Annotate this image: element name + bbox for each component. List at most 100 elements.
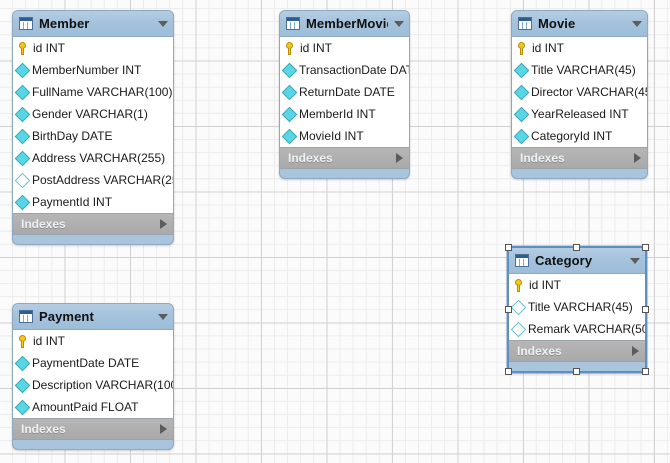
column-label: id INT [300, 41, 333, 55]
table-header-member[interactable]: Member [13, 11, 173, 36]
column-row[interactable]: TransactionDate DATE [280, 59, 409, 81]
chevron-down-icon[interactable] [632, 20, 642, 27]
primary-key-icon [513, 278, 525, 292]
table-columns: id INT Title VARCHAR(45) Remark VARCHAR(50… [509, 273, 645, 341]
column-row[interactable]: Title VARCHAR(45) [512, 59, 647, 81]
column-row[interactable]: id INT [280, 37, 409, 59]
indexes-section-movie[interactable]: Indexes [512, 148, 647, 169]
indexes-label: Indexes [288, 151, 333, 165]
primary-key-icon [17, 334, 29, 348]
table-node-movie[interactable]: Movie id INT Title VARCHAR(45) Director VAR… [511, 10, 648, 179]
table-node-category[interactable]: Category id INT Title VARCHAR(45) Remark VA… [505, 244, 649, 375]
table-header-movie[interactable]: Movie [512, 11, 647, 36]
column-label: Title VARCHAR(45) [531, 63, 636, 77]
chevron-right-icon[interactable] [160, 219, 167, 229]
column-row[interactable]: PostAddress VARCHAR(255) [13, 169, 173, 191]
column-row[interactable]: MovieId INT [280, 125, 409, 147]
table-icon [518, 17, 532, 30]
column-row[interactable]: Gender VARCHAR(1) [13, 103, 173, 125]
chevron-right-icon[interactable] [634, 153, 641, 163]
column-row[interactable]: Remark VARCHAR(500) [509, 318, 645, 340]
column-label: CategoryId INT [531, 129, 613, 143]
resize-handle-e[interactable] [642, 305, 649, 313]
resize-handle-s[interactable] [573, 368, 580, 375]
table-icon [19, 17, 33, 30]
column-label: Address VARCHAR(255) [32, 151, 166, 165]
column-row[interactable]: id INT [509, 274, 645, 296]
column-row[interactable]: id INT [512, 37, 647, 59]
column-label: AmountPaid FLOAT [32, 400, 139, 414]
column-row[interactable]: CategoryId INT [512, 125, 647, 147]
indexes-label: Indexes [21, 422, 66, 436]
column-label: TransactionDate DATE [299, 63, 409, 77]
column-row[interactable]: Title VARCHAR(45) [509, 296, 645, 318]
column-label: Remark VARCHAR(500) [528, 322, 645, 336]
column-row[interactable]: MemberId INT [280, 103, 409, 125]
resize-handle-sw[interactable] [505, 368, 512, 375]
table-title: MemberMovie [306, 16, 388, 31]
column-label: BirthDay DATE [32, 129, 113, 143]
table-header-category[interactable]: Category [509, 248, 645, 273]
chevron-down-icon[interactable] [630, 257, 640, 264]
table-node-member[interactable]: Member id INT MemberNumber INT FullName VAR… [12, 10, 174, 245]
resize-handle-w[interactable] [505, 305, 512, 313]
column-label: Description VARCHAR(100) [32, 378, 173, 392]
column-label: Gender VARCHAR(1) [32, 107, 148, 121]
column-row[interactable]: ReturnDate DATE [280, 81, 409, 103]
chevron-down-icon[interactable] [158, 20, 168, 27]
indexes-section-membermovie[interactable]: Indexes [280, 148, 409, 169]
chevron-down-icon[interactable] [158, 313, 168, 320]
column-row[interactable]: BirthDay DATE [13, 125, 173, 147]
column-label: id INT [532, 41, 565, 55]
column-label: id INT [33, 41, 66, 55]
table-icon [19, 310, 33, 323]
indexes-label: Indexes [21, 217, 66, 231]
table-columns: id INT PaymentDate DATE Description VARCHA… [13, 329, 173, 419]
column-label: PaymentDate DATE [32, 356, 140, 370]
column-label: MovieId INT [299, 129, 364, 143]
resize-handle-nw[interactable] [505, 244, 512, 251]
table-header-membermovie[interactable]: MemberMovie [280, 11, 409, 36]
column-row[interactable]: AmountPaid FLOAT [13, 396, 173, 418]
column-label: MemberId INT [299, 107, 376, 121]
indexes-label: Indexes [520, 151, 565, 165]
column-row[interactable]: Director VARCHAR(45) [512, 81, 647, 103]
table-node-membermovie[interactable]: MemberMovie id INT TransactionDate DATE Ret… [279, 10, 410, 179]
resize-handle-se[interactable] [642, 368, 649, 375]
table-node-payment[interactable]: Payment id INT PaymentDate DATE Description… [12, 303, 174, 450]
column-label: PostAddress VARCHAR(255) [32, 173, 173, 187]
column-label: Title VARCHAR(45) [528, 300, 633, 314]
column-label: PaymentId INT [32, 195, 113, 209]
table-title: Payment [39, 309, 94, 324]
resize-handle-n[interactable] [573, 244, 580, 251]
column-row[interactable]: id INT [13, 330, 173, 352]
chevron-down-icon[interactable] [394, 20, 404, 27]
chevron-right-icon[interactable] [396, 153, 403, 163]
table-title: Movie [538, 16, 576, 31]
column-label: id INT [529, 278, 562, 292]
indexes-section-payment[interactable]: Indexes [13, 419, 173, 440]
column-row[interactable]: MemberNumber INT [13, 59, 173, 81]
chevron-right-icon[interactable] [632, 346, 639, 356]
primary-key-icon [284, 41, 296, 55]
column-row[interactable]: id INT [13, 37, 173, 59]
column-label: id INT [33, 334, 66, 348]
indexes-section-member[interactable]: Indexes [13, 214, 173, 235]
primary-key-icon [17, 41, 29, 55]
column-label: MemberNumber INT [32, 63, 142, 77]
indexes-section-category[interactable]: Indexes [509, 341, 645, 362]
column-row[interactable]: PaymentDate DATE [13, 352, 173, 374]
table-title: Member [39, 16, 90, 31]
table-header-payment[interactable]: Payment [13, 304, 173, 329]
column-label: ReturnDate DATE [299, 85, 395, 99]
column-row[interactable]: Address VARCHAR(255) [13, 147, 173, 169]
column-row[interactable]: YearReleased INT [512, 103, 647, 125]
primary-key-icon [516, 41, 528, 55]
chevron-right-icon[interactable] [160, 424, 167, 434]
resize-handle-ne[interactable] [642, 244, 649, 251]
table-icon [515, 254, 529, 267]
column-row[interactable]: Description VARCHAR(100) [13, 374, 173, 396]
column-row[interactable]: PaymentId INT [13, 191, 173, 213]
column-row[interactable]: FullName VARCHAR(100) [13, 81, 173, 103]
